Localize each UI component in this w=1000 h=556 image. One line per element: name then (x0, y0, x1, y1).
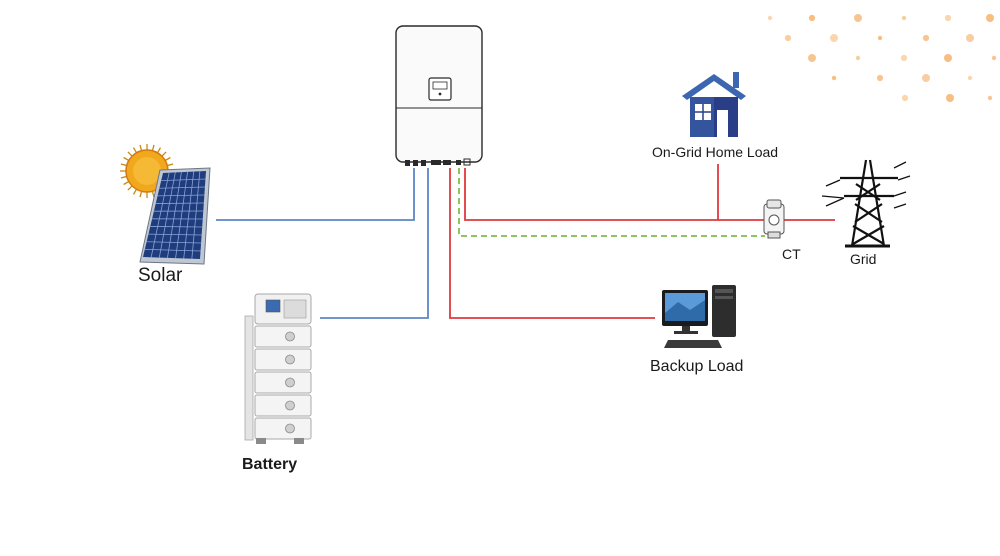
battery-foot-left (256, 438, 266, 444)
panel-grid-line (157, 194, 205, 197)
panel-grid-line (175, 171, 188, 259)
decor-dot (855, 55, 861, 61)
solar-label: Solar (138, 265, 183, 286)
sun-ray (120, 163, 127, 167)
sun-ray (132, 188, 138, 195)
solar-dc-line (216, 168, 415, 221)
panel-grid-line (167, 172, 182, 258)
sun-ray (123, 156, 130, 162)
panel-grid-line (155, 202, 204, 204)
battery-module (254, 348, 312, 371)
panel-grid-line (183, 171, 195, 259)
transmission-tower-icon (821, 159, 911, 248)
decor-dot (901, 15, 907, 21)
battery-label: Battery (242, 456, 298, 473)
decor-dot (830, 34, 838, 42)
battery-panel (283, 299, 307, 319)
battery-stack-icon (244, 293, 312, 444)
decor-dot (901, 94, 909, 102)
inverter-display (432, 81, 448, 90)
battery-module (254, 325, 312, 348)
panel-grid-line (161, 178, 206, 182)
desktop-computer-icon (662, 285, 736, 348)
battery-module (254, 394, 312, 417)
panel-grid-line (158, 172, 176, 258)
sun-ray (132, 147, 138, 154)
decor-dot (922, 74, 930, 82)
panel-grid-line (144, 248, 201, 252)
decor-dot (986, 14, 994, 22)
decor-dot (967, 75, 973, 81)
decor-dot (944, 54, 952, 62)
ct-comm-line (458, 168, 765, 237)
sun-ray (151, 144, 155, 151)
inverter (395, 25, 483, 166)
sun-ray (120, 175, 127, 179)
panel-grid-line (146, 241, 202, 244)
battery-module-knob (285, 377, 295, 388)
battery-module-knob (285, 423, 295, 434)
decor-dot (784, 34, 792, 42)
battery-module-knob (285, 354, 295, 365)
decor-dot (922, 34, 930, 42)
solar-panel-icon (139, 167, 211, 265)
decor-dot (767, 15, 773, 21)
panel-grid-line (191, 171, 201, 259)
decorative-dots (767, 14, 997, 102)
sun-ray (127, 151, 133, 157)
decor-dot (991, 55, 997, 61)
decor-dot (854, 14, 862, 22)
battery-side-rail (244, 315, 254, 441)
panel-grid-line (148, 233, 202, 236)
sun-ray (151, 191, 155, 198)
panel-grid-line (150, 226, 203, 228)
battery-module (254, 417, 312, 440)
battery-module-knob (285, 331, 295, 342)
decor-dot (944, 14, 952, 22)
panel-grid-line (150, 172, 170, 258)
sun-ray (156, 147, 162, 154)
decor-dot (900, 54, 908, 62)
ct-label: CT (782, 246, 801, 262)
panel-grid-line (159, 186, 205, 189)
decor-dot (987, 95, 993, 101)
decor-dot (946, 94, 954, 102)
decor-dot (877, 35, 883, 41)
battery-module-knob (285, 400, 295, 411)
sun-ray (164, 156, 171, 162)
sun-ray (139, 144, 143, 151)
backup-load-label: Backup Load (650, 358, 744, 375)
decor-dot (808, 54, 816, 62)
sun-ray (161, 151, 167, 157)
battery-dc-line (320, 168, 429, 319)
decor-dot (876, 74, 884, 82)
current-transformer-icon (763, 199, 785, 239)
inverter-terminals (405, 158, 471, 166)
computer-keyboard (664, 340, 722, 348)
home-load-label: On-Grid Home Load (652, 144, 779, 160)
grid-ac-line (464, 168, 835, 221)
sun-ray (123, 180, 130, 186)
inverter-button (438, 92, 442, 96)
battery-module (254, 371, 312, 394)
sun-ray (127, 185, 133, 191)
connections (216, 164, 835, 319)
decor-dot (966, 34, 974, 42)
battery-screen (265, 299, 281, 313)
backup-load-line (449, 168, 655, 319)
sun-ray (167, 163, 174, 167)
house-door (717, 110, 728, 137)
battery-foot-right (294, 438, 304, 444)
house-icon (682, 72, 746, 137)
decor-dot (808, 14, 816, 22)
sun-ray (139, 191, 143, 198)
grid-label: Grid (850, 251, 877, 267)
decor-dot (831, 75, 837, 81)
